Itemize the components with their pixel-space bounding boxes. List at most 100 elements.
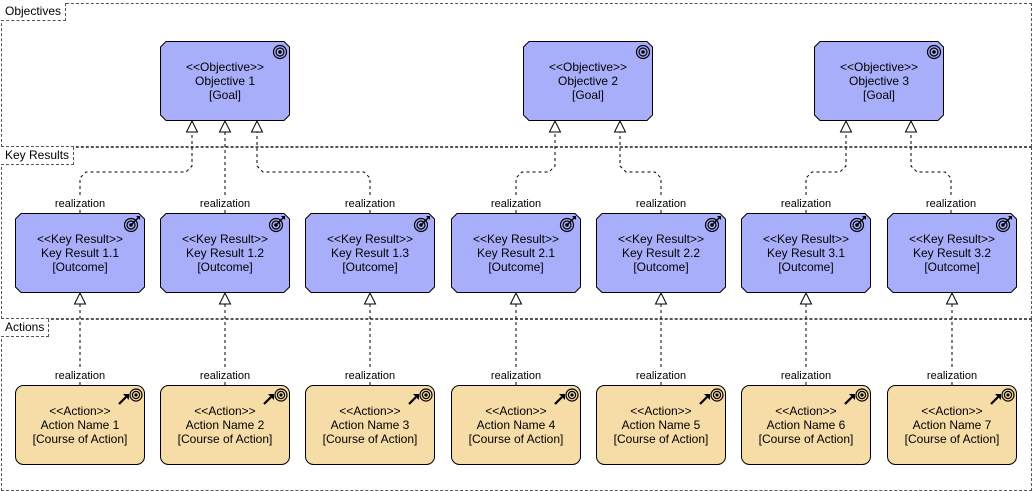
key-result-node[interactable]: <<Key Result>>Key Result 3.1[Outcome] <box>741 213 871 293</box>
node-name: Key Result 1.2 <box>185 246 265 260</box>
realization-label: realization <box>634 370 688 382</box>
realization-label: realization <box>198 198 252 210</box>
goal-icon <box>635 44 651 60</box>
node-stereotype: <<Action>> <box>339 404 401 418</box>
node-type: [Outcome] <box>778 260 834 274</box>
node-type: [Goal] <box>862 88 895 102</box>
course-of-action-icon <box>990 388 1015 405</box>
node-stereotype: <<Key Result>> <box>617 232 705 246</box>
outcome-icon <box>123 216 140 233</box>
realization-label: realization <box>53 370 107 382</box>
node-name: Action Name 1 <box>40 418 120 432</box>
node-name: Key Result 2.1 <box>476 246 556 260</box>
realization-arrowhead <box>509 291 523 305</box>
realization-arrowhead <box>654 291 668 305</box>
actions-group-label: Actions <box>1 319 50 337</box>
node-stereotype: <<Action>> <box>194 404 256 418</box>
node-stereotype: <<Action>> <box>775 404 837 418</box>
node-name: Action Name 4 <box>476 418 556 432</box>
realization-label: realization <box>343 198 397 210</box>
objectives-group-label: Objectives <box>1 3 67 21</box>
node-type: [Course of Action] <box>468 432 564 446</box>
realization-label: realization <box>343 370 397 382</box>
node-type: [Outcome] <box>924 260 980 274</box>
action-node[interactable]: <<Action>>Action Name 5[Course of Action… <box>596 385 726 465</box>
node-name: Action Name 7 <box>912 418 992 432</box>
outcome-icon <box>268 216 285 233</box>
realization-arrowhead <box>218 119 232 133</box>
realization-arrowhead <box>363 291 377 305</box>
realization-label: realization <box>779 198 833 210</box>
node-stereotype: <<Key Result>> <box>181 232 269 246</box>
key-result-node[interactable]: <<Key Result>>Key Result 2.1[Outcome] <box>451 213 581 293</box>
node-name: Action Name 5 <box>621 418 701 432</box>
node-stereotype: <<Key Result>> <box>36 232 124 246</box>
node-type: [Goal] <box>571 88 604 102</box>
action-node[interactable]: <<Action>>Action Name 3[Course of Action… <box>305 385 435 465</box>
realization-arrowhead <box>945 291 959 305</box>
node-stereotype: <<Action>> <box>49 404 111 418</box>
realization-label: realization <box>925 370 979 382</box>
node-name: Action Name 6 <box>766 418 846 432</box>
node-stereotype: <<Action>> <box>630 404 692 418</box>
objective-node[interactable]: <<Objective>>Objective 2[Goal] <box>523 41 653 121</box>
node-type: [Course of Action] <box>322 432 418 446</box>
realization-arrowhead <box>799 291 813 305</box>
realization-label: realization <box>924 198 978 210</box>
node-name: Key Result 2.2 <box>621 246 701 260</box>
course-of-action-icon <box>699 388 724 405</box>
action-node[interactable]: <<Action>>Action Name 4[Course of Action… <box>451 385 581 465</box>
outcome-icon <box>413 216 430 233</box>
realization-arrowhead <box>218 291 232 305</box>
node-stereotype: <<Action>> <box>485 404 547 418</box>
goal-icon <box>272 44 288 60</box>
objective-node[interactable]: <<Objective>>Objective 1[Goal] <box>160 41 290 121</box>
action-node[interactable]: <<Action>>Action Name 2[Course of Action… <box>160 385 290 465</box>
node-stereotype: <<Key Result>> <box>908 232 996 246</box>
realization-label: realization <box>489 198 543 210</box>
outcome-icon <box>995 216 1012 233</box>
node-type: [Course of Action] <box>32 432 128 446</box>
course-of-action-icon <box>554 388 579 405</box>
course-of-action-icon <box>118 388 143 405</box>
realization-label: realization <box>634 198 688 210</box>
realization-arrowhead <box>548 119 562 133</box>
action-node[interactable]: <<Action>>Action Name 1[Course of Action… <box>15 385 145 465</box>
realization-arrowhead <box>250 119 264 133</box>
course-of-action-icon <box>844 388 869 405</box>
realization-label: realization <box>53 198 107 210</box>
key-result-node[interactable]: <<Key Result>>Key Result 3.2[Outcome] <box>887 213 1017 293</box>
realization-arrowhead <box>839 119 853 133</box>
action-node[interactable]: <<Action>>Action Name 6[Course of Action… <box>741 385 871 465</box>
realization-arrowhead <box>73 291 87 305</box>
outcome-icon <box>849 216 866 233</box>
node-type: [Course of Action] <box>758 432 854 446</box>
node-name: Key Result 1.1 <box>40 246 120 260</box>
node-stereotype: <<Key Result>> <box>472 232 560 246</box>
node-stereotype: <<Objective>> <box>185 60 265 74</box>
node-name: Action Name 3 <box>330 418 410 432</box>
realization-label: realization <box>779 370 833 382</box>
node-name: Action Name 2 <box>185 418 265 432</box>
realization-arrowhead <box>904 119 918 133</box>
node-stereotype: <<Objective>> <box>548 60 628 74</box>
key-result-node[interactable]: <<Key Result>>Key Result 2.2[Outcome] <box>596 213 726 293</box>
node-type: [Outcome] <box>342 260 398 274</box>
key-result-node[interactable]: <<Key Result>>Key Result 1.1[Outcome] <box>15 213 145 293</box>
realization-arrowhead <box>185 119 199 133</box>
realization-arrowhead <box>613 119 627 133</box>
key-results-group-label: Key Results <box>1 147 75 165</box>
action-node[interactable]: <<Action>>Action Name 7[Course of Action… <box>887 385 1017 465</box>
objective-node[interactable]: <<Objective>>Objective 3[Goal] <box>814 41 944 121</box>
node-type: [Outcome] <box>52 260 108 274</box>
course-of-action-icon <box>263 388 288 405</box>
node-type: [Goal] <box>208 88 241 102</box>
node-name: Key Result 3.2 <box>912 246 992 260</box>
realization-label: realization <box>489 370 543 382</box>
node-type: [Course of Action] <box>177 432 273 446</box>
key-result-node[interactable]: <<Key Result>>Key Result 1.2[Outcome] <box>160 213 290 293</box>
key-result-node[interactable]: <<Key Result>>Key Result 1.3[Outcome] <box>305 213 435 293</box>
node-type: [Outcome] <box>488 260 544 274</box>
kr-to-objective-edge[interactable] <box>515 121 556 213</box>
